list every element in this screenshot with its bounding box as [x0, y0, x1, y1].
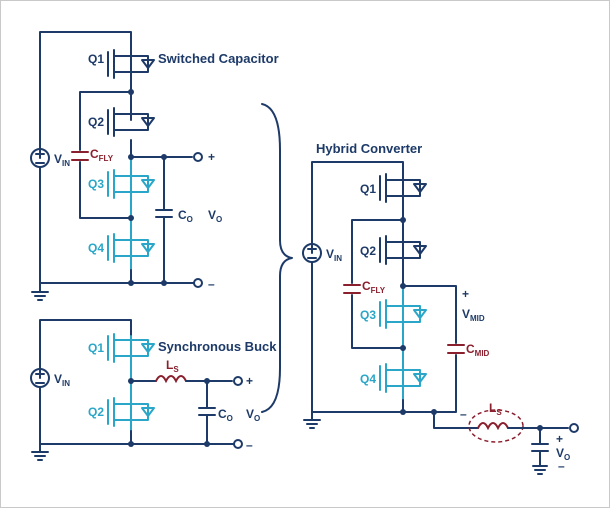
hybrid-cmid-capacitor — [447, 344, 465, 354]
buck-vin-label: VIN — [54, 372, 70, 388]
hybrid-output-capacitor — [531, 427, 549, 475]
buck-junction — [204, 441, 210, 447]
sc-minus-label: – — [208, 277, 215, 291]
buck-ls-inductor — [155, 375, 187, 384]
buck-q1-label: Q1 — [88, 341, 104, 355]
buck-vo-label: VO — [246, 407, 260, 423]
hybrid-plus-label: + — [462, 287, 469, 301]
hybrid-vo-label: VO — [556, 446, 570, 462]
hybrid-vin-top-wire — [311, 161, 404, 246]
sc-plus-label: + — [208, 150, 215, 164]
sc-q4-label: Q4 — [88, 241, 104, 255]
hybrid-ground-symbol — [303, 411, 321, 429]
hybrid-junction — [431, 409, 437, 415]
hybrid-cmid-label: CMID — [466, 342, 490, 358]
buck-plus-terminal — [233, 376, 243, 386]
sc-vin-source — [30, 148, 50, 168]
buck-junction — [128, 441, 134, 447]
buck-vin-top-wire — [39, 319, 132, 371]
hybrid-vin-bottom-wire — [311, 260, 435, 413]
hybrid-junction — [537, 425, 543, 431]
sc-junction — [128, 89, 134, 95]
buck-q2-switch — [107, 397, 155, 427]
sc-cfly-capacitor — [71, 151, 89, 161]
sc-junction — [128, 280, 134, 286]
hybrid-q4-switch — [379, 363, 427, 393]
sc-q2-switch — [107, 107, 155, 137]
buck-ground-symbol — [31, 443, 49, 461]
sc-q3-label: Q3 — [88, 177, 104, 191]
hybrid-title: Hybrid Converter — [316, 141, 422, 156]
sc-vo-label: VO — [208, 208, 222, 224]
hybrid-switch-to-inductor-wire — [433, 411, 479, 429]
hybrid-junction — [400, 409, 406, 415]
buck-plus-label: + — [246, 374, 253, 388]
sc-vin-label: VIN — [54, 152, 70, 168]
buck-co-label: CO — [218, 407, 233, 423]
hybrid-ls-label: LS — [489, 401, 502, 417]
buck-co-capacitor — [198, 380, 216, 445]
hybrid-q2-switch — [379, 235, 427, 265]
buck-junction — [128, 378, 134, 384]
grouping-brace — [261, 103, 293, 413]
sc-cfly-bottom-wire — [79, 161, 132, 219]
sc-co-label: CO — [178, 208, 193, 224]
sc-junction — [128, 215, 134, 221]
hybrid-output-terminal — [569, 423, 579, 433]
hybrid-q1-label: Q1 — [360, 182, 376, 196]
sc-cfly-label: CFLY — [90, 147, 114, 163]
hybrid-q2-label: Q2 — [360, 244, 376, 258]
hybrid-converter-circuit: Hybrid Converter Q1 Q2 Q3 Q4 VIN CFLY + … — [302, 141, 579, 475]
hybrid-cmid-bottom-wire — [433, 354, 457, 413]
sc-plus-terminal — [193, 152, 203, 162]
sc-q3-switch — [107, 169, 155, 199]
hybrid-q3-switch — [379, 299, 427, 329]
buck-ls-label: LS — [166, 358, 179, 374]
sc-junction — [161, 280, 167, 286]
sc-co-capacitor — [155, 156, 173, 284]
buck-q2-label: Q2 — [88, 405, 104, 419]
hybrid-junction — [400, 345, 406, 351]
hybrid-q3-label: Q3 — [360, 308, 376, 322]
buck-minus-label: – — [246, 438, 253, 452]
buck-q1-switch — [107, 333, 155, 363]
hybrid-ls-inductor — [477, 422, 509, 431]
hybrid-junction — [400, 217, 406, 223]
synchronous-buck-circuit: Synchronous Buck Q1 Q2 VIN LS CO VO + – — [30, 319, 277, 461]
buck-vin-source — [30, 368, 50, 388]
sc-junction — [161, 154, 167, 160]
hybrid-ls-highlight — [468, 409, 524, 443]
sc-ground-symbol — [31, 282, 49, 301]
buck-junction — [204, 378, 210, 384]
sc-cfly-top-wire — [79, 91, 132, 151]
hybrid-q4-label: Q4 — [360, 372, 376, 386]
sc-q1-label: Q1 — [88, 52, 104, 66]
sc-q2-label: Q2 — [88, 115, 104, 129]
hybrid-vmid-label: VMID — [462, 307, 485, 323]
sc-vin-top-wire — [39, 31, 132, 151]
hybrid-vin-source — [302, 243, 322, 263]
hybrid-vo-minus-label: – — [558, 459, 565, 473]
sc-minus-terminal — [193, 278, 203, 288]
sc-q1-switch — [107, 49, 155, 79]
hybrid-cfly-label: CFLY — [362, 279, 386, 295]
hybrid-cfly-bottom-wire — [351, 294, 404, 349]
buck-title: Synchronous Buck — [158, 339, 277, 354]
sc-title: Switched Capacitor — [158, 51, 279, 66]
hybrid-cfly-capacitor — [343, 284, 361, 294]
sc-q4-switch — [107, 233, 155, 263]
hybrid-vin-label: VIN — [326, 247, 342, 263]
hybrid-junction — [400, 283, 406, 289]
sc-junction — [128, 154, 134, 160]
hybrid-cfly-top-wire — [351, 219, 404, 284]
hybrid-vo-plus-label: + — [556, 432, 563, 446]
switched-capacitor-circuit: Switched Capacitor Q1 Q2 Q3 Q4 VIN CFLY … — [30, 31, 279, 301]
hybrid-vmid-wire — [402, 285, 457, 344]
buck-minus-terminal — [233, 439, 243, 449]
hybrid-q1-switch — [379, 173, 427, 203]
hybrid-minus-label: – — [460, 407, 467, 421]
